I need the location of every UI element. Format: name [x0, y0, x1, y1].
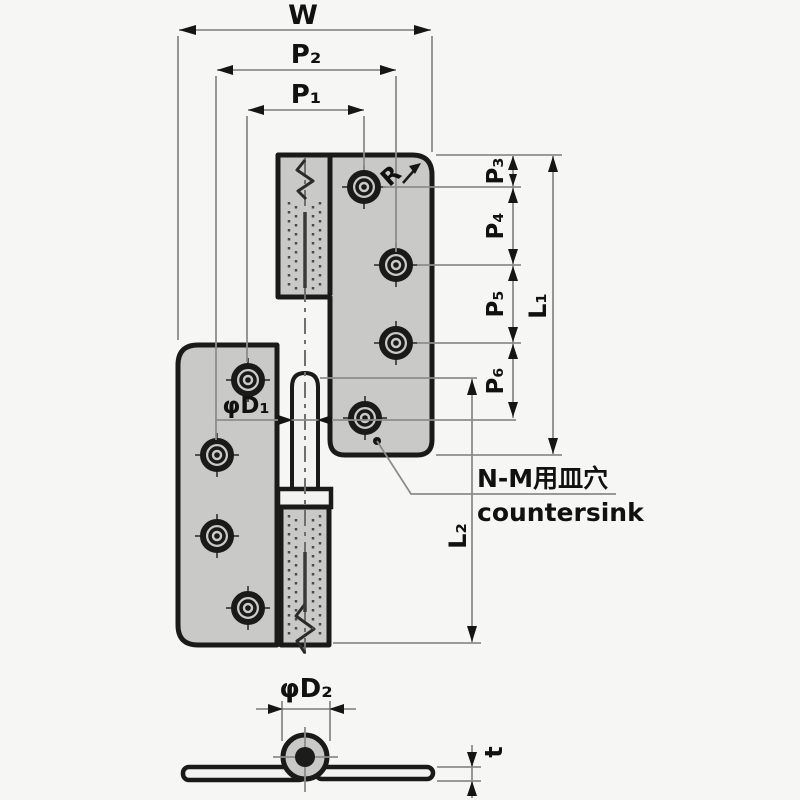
- dim-label-p5: P₅: [483, 291, 509, 318]
- dimension-lines: [177, 25, 616, 644]
- dim-label-w: W: [288, 0, 318, 31]
- countersink-leader-line: [376, 440, 616, 495]
- dim-label-p1: P₁: [291, 80, 321, 110]
- countersink-note-jp: N-M用皿穴: [477, 464, 608, 493]
- front-view: W P₂ P₁ P₃ P₄ P₅ P₆ L₁ L₂ R φD₁ N-M用皿穴 c…: [175, 0, 645, 657]
- dim-label-t: t: [480, 746, 508, 757]
- dim-label-l1: L₁: [524, 293, 552, 319]
- dim-label-p3: P₃: [483, 158, 509, 185]
- dim-label-d1: φD₁: [222, 393, 269, 419]
- bottom-view: φD₂ t: [180, 674, 508, 798]
- dim-label-p2: P₂: [291, 40, 321, 70]
- dimension-t: [437, 745, 481, 798]
- pin-section: [295, 747, 315, 767]
- break-symbol-top: [295, 159, 315, 201]
- upper-knuckle-texture: [287, 202, 322, 292]
- dim-label-p4: P₄: [483, 213, 509, 240]
- countersink-note-en: countersink: [477, 498, 645, 527]
- dimension-d2: [256, 701, 356, 741]
- upper-leaf: [275, 152, 435, 458]
- dim-label-p6: P₆: [483, 368, 509, 395]
- right-wing-section: [313, 764, 436, 782]
- lower-knuckle-texture: [287, 515, 322, 636]
- dim-label-d2: φD₂: [279, 674, 332, 704]
- dim-label-l2: L₂: [444, 523, 472, 549]
